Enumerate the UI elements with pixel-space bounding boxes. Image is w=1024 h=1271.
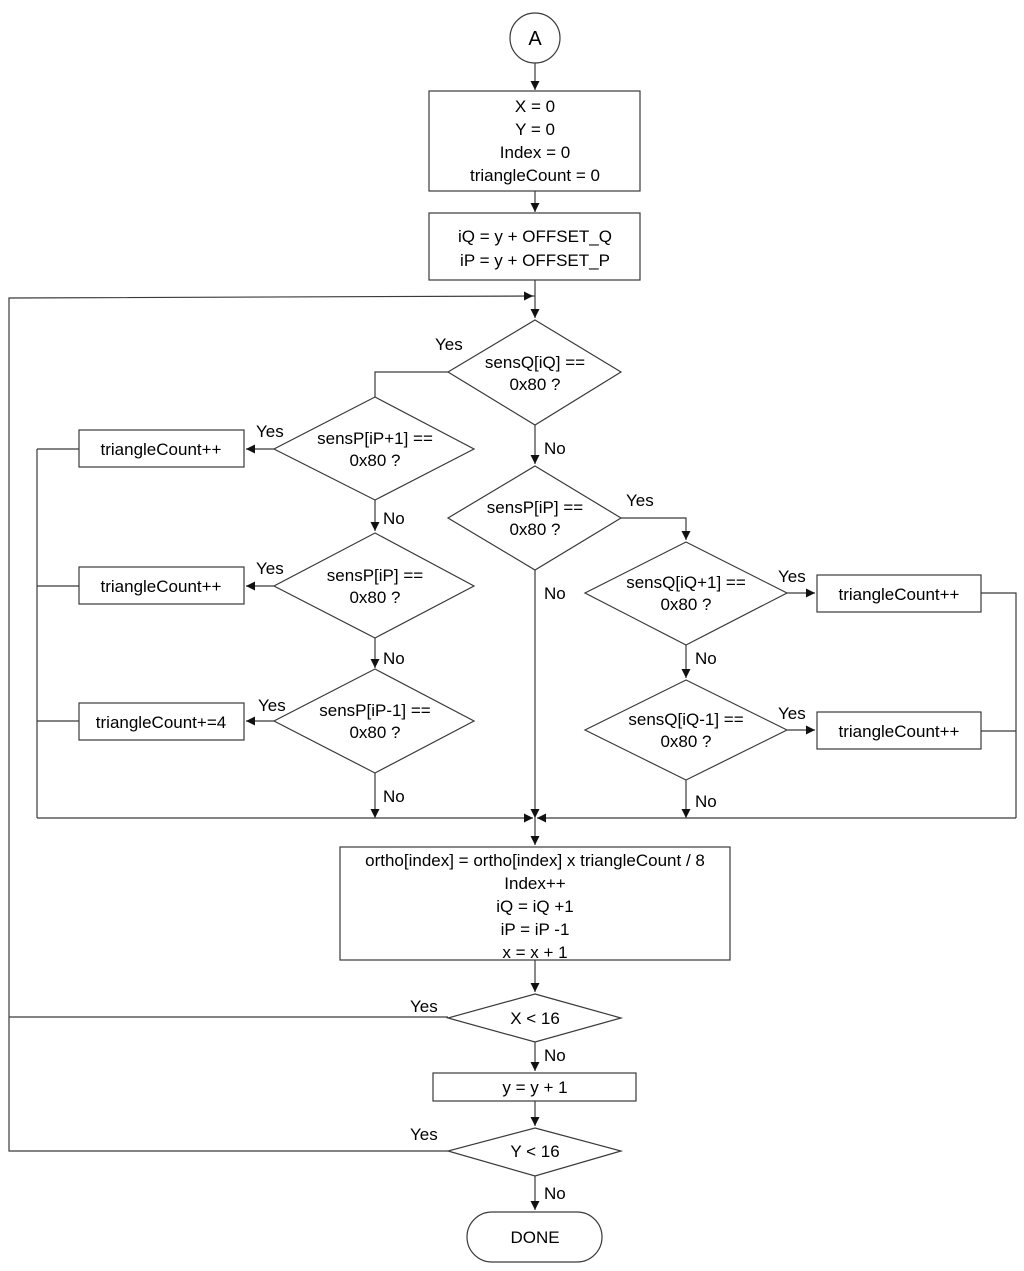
update-line-2: Index++ [504, 874, 566, 893]
decision-y-lt-16: Y < 16 [445, 1127, 624, 1177]
init-line-2: Y = 0 [515, 120, 555, 139]
no-label-ylt: No [544, 1184, 566, 1203]
no-label-sqm1: No [695, 792, 717, 811]
yes-label-xlt: Yes [410, 997, 438, 1016]
decision-sensq-iq-plus1: sensQ[iQ+1] == 0x80 ? [583, 541, 789, 646]
yes-label-spm1: Yes [258, 696, 286, 715]
no-label-spl: No [383, 649, 405, 668]
update-line-1: ortho[index] = ortho[index] x triangleCo… [365, 851, 705, 870]
no-label-spr: No [544, 584, 566, 603]
count-right-2-label: triangleCount++ [839, 722, 960, 741]
decision-sensp-ip-plus1-line-1: sensP[iP+1] == [317, 429, 433, 448]
yes-label-spl: Yes [256, 559, 284, 578]
node-count-left-1: triangleCount++ [78, 429, 245, 468]
count-right-1-label: triangleCount++ [839, 585, 960, 604]
node-end: DONE [466, 1211, 603, 1263]
node-offsets: iQ = y + OFFSET_Q iP = y + OFFSET_P [428, 212, 641, 281]
count-left-2-label: triangleCount++ [101, 577, 222, 596]
init-line-1: X = 0 [515, 97, 555, 116]
no-label-spp1: No [383, 509, 405, 528]
decision-sensp-ip-left: sensP[iP] == 0x80 ? [272, 532, 476, 639]
decision-x-lt-16: X < 16 [445, 993, 624, 1043]
yes-label-sqm1: Yes [778, 704, 806, 723]
decision-sensp-ip-plus1-line-2: 0x80 ? [349, 451, 400, 470]
node-y-increment: y = y + 1 [432, 1072, 637, 1102]
y-increment-label: y = y + 1 [502, 1078, 567, 1097]
decision-sensp-ip-left-line-1: sensP[iP] == [327, 566, 423, 585]
count-left-1-label: triangleCount++ [101, 440, 222, 459]
edges [8, 63, 1017, 1210]
decision-sensq-iq-line-1: sensQ[iQ] == [485, 353, 585, 372]
no-label-xlt: No [544, 1046, 566, 1065]
no-label-sensq: No [544, 439, 566, 458]
decision-sensp-ip-minus1-line-1: sensP[iP-1] == [319, 701, 431, 720]
no-label-spm1: No [383, 787, 405, 806]
edge-right-c1 [981, 592, 1017, 818]
edge-labels: Yes No Yes No Yes No Yes No Yes No Yes N… [256, 335, 806, 1203]
decision-sensp-ip-minus1-line-2: 0x80 ? [349, 723, 400, 742]
decision-sensq-iq-minus1-line-1: sensQ[iQ-1] == [628, 710, 743, 729]
node-count-right-2: triangleCount++ [816, 711, 982, 750]
decision-sensp-ip-left-line-2: 0x80 ? [349, 588, 400, 607]
decision-sensp-ip-right-line-2: 0x80 ? [509, 520, 560, 539]
node-count-right-1: triangleCount++ [816, 574, 982, 613]
edge-spr-yes [621, 517, 691, 540]
no-label-sqp1: No [695, 649, 717, 668]
offsets-line-1: iQ = y + OFFSET_Q [458, 227, 612, 246]
decision-sensq-iq-plus1-line-1: sensQ[iQ+1] == [626, 573, 746, 592]
decision-sensp-ip-right-line-1: sensP[iP] == [487, 498, 583, 517]
decision-sensq-iq-minus1: sensQ[iQ-1] == 0x80 ? [583, 679, 789, 781]
yes-label-ylt: Yes [410, 1125, 438, 1144]
count-left-3-label: triangleCount+=4 [96, 713, 226, 732]
decision-sensp-ip-minus1: sensP[iP-1] == 0x80 ? [272, 668, 476, 774]
init-line-4: triangleCount = 0 [470, 166, 600, 185]
start-label: A [528, 28, 542, 50]
node-update: ortho[index] = ortho[index] x triangleCo… [339, 846, 731, 962]
end-label: DONE [510, 1228, 559, 1247]
decision-sensq-iq-minus1-line-2: 0x80 ? [660, 732, 711, 751]
decision-sensq-iq-line-2: 0x80 ? [509, 375, 560, 394]
node-init: X = 0 Y = 0 Index = 0 triangleCount = 0 [428, 90, 641, 192]
update-line-3: iQ = iQ +1 [496, 897, 573, 916]
yes-label-sqp1: Yes [778, 567, 806, 586]
edge-ylt-yes-loop [8, 291, 534, 1152]
node-start: A [509, 12, 561, 64]
decision-y-lt-16-label: Y < 16 [510, 1142, 559, 1161]
yes-label-spr: Yes [626, 491, 654, 510]
offsets-line-2: iP = y + OFFSET_P [460, 251, 610, 270]
init-line-3: Index = 0 [500, 143, 570, 162]
node-count-left-3: triangleCount+=4 [78, 702, 245, 741]
decision-sensq-iq: sensQ[iQ] == 0x80 ? [446, 319, 623, 426]
update-line-5: x = x + 1 [502, 943, 567, 962]
decision-sensp-ip-plus1: sensP[iP+1] == 0x80 ? [272, 396, 476, 501]
node-count-left-2: triangleCount++ [78, 566, 245, 605]
decision-sensp-ip-right: sensP[iP] == 0x80 ? [446, 465, 623, 571]
yes-label-spp1: Yes [256, 422, 284, 441]
decision-sensq-iq-plus1-line-2: 0x80 ? [660, 595, 711, 614]
update-line-4: iP = iP -1 [501, 920, 570, 939]
decision-x-lt-16-label: X < 16 [510, 1009, 560, 1028]
yes-label-sensq: Yes [435, 335, 463, 354]
